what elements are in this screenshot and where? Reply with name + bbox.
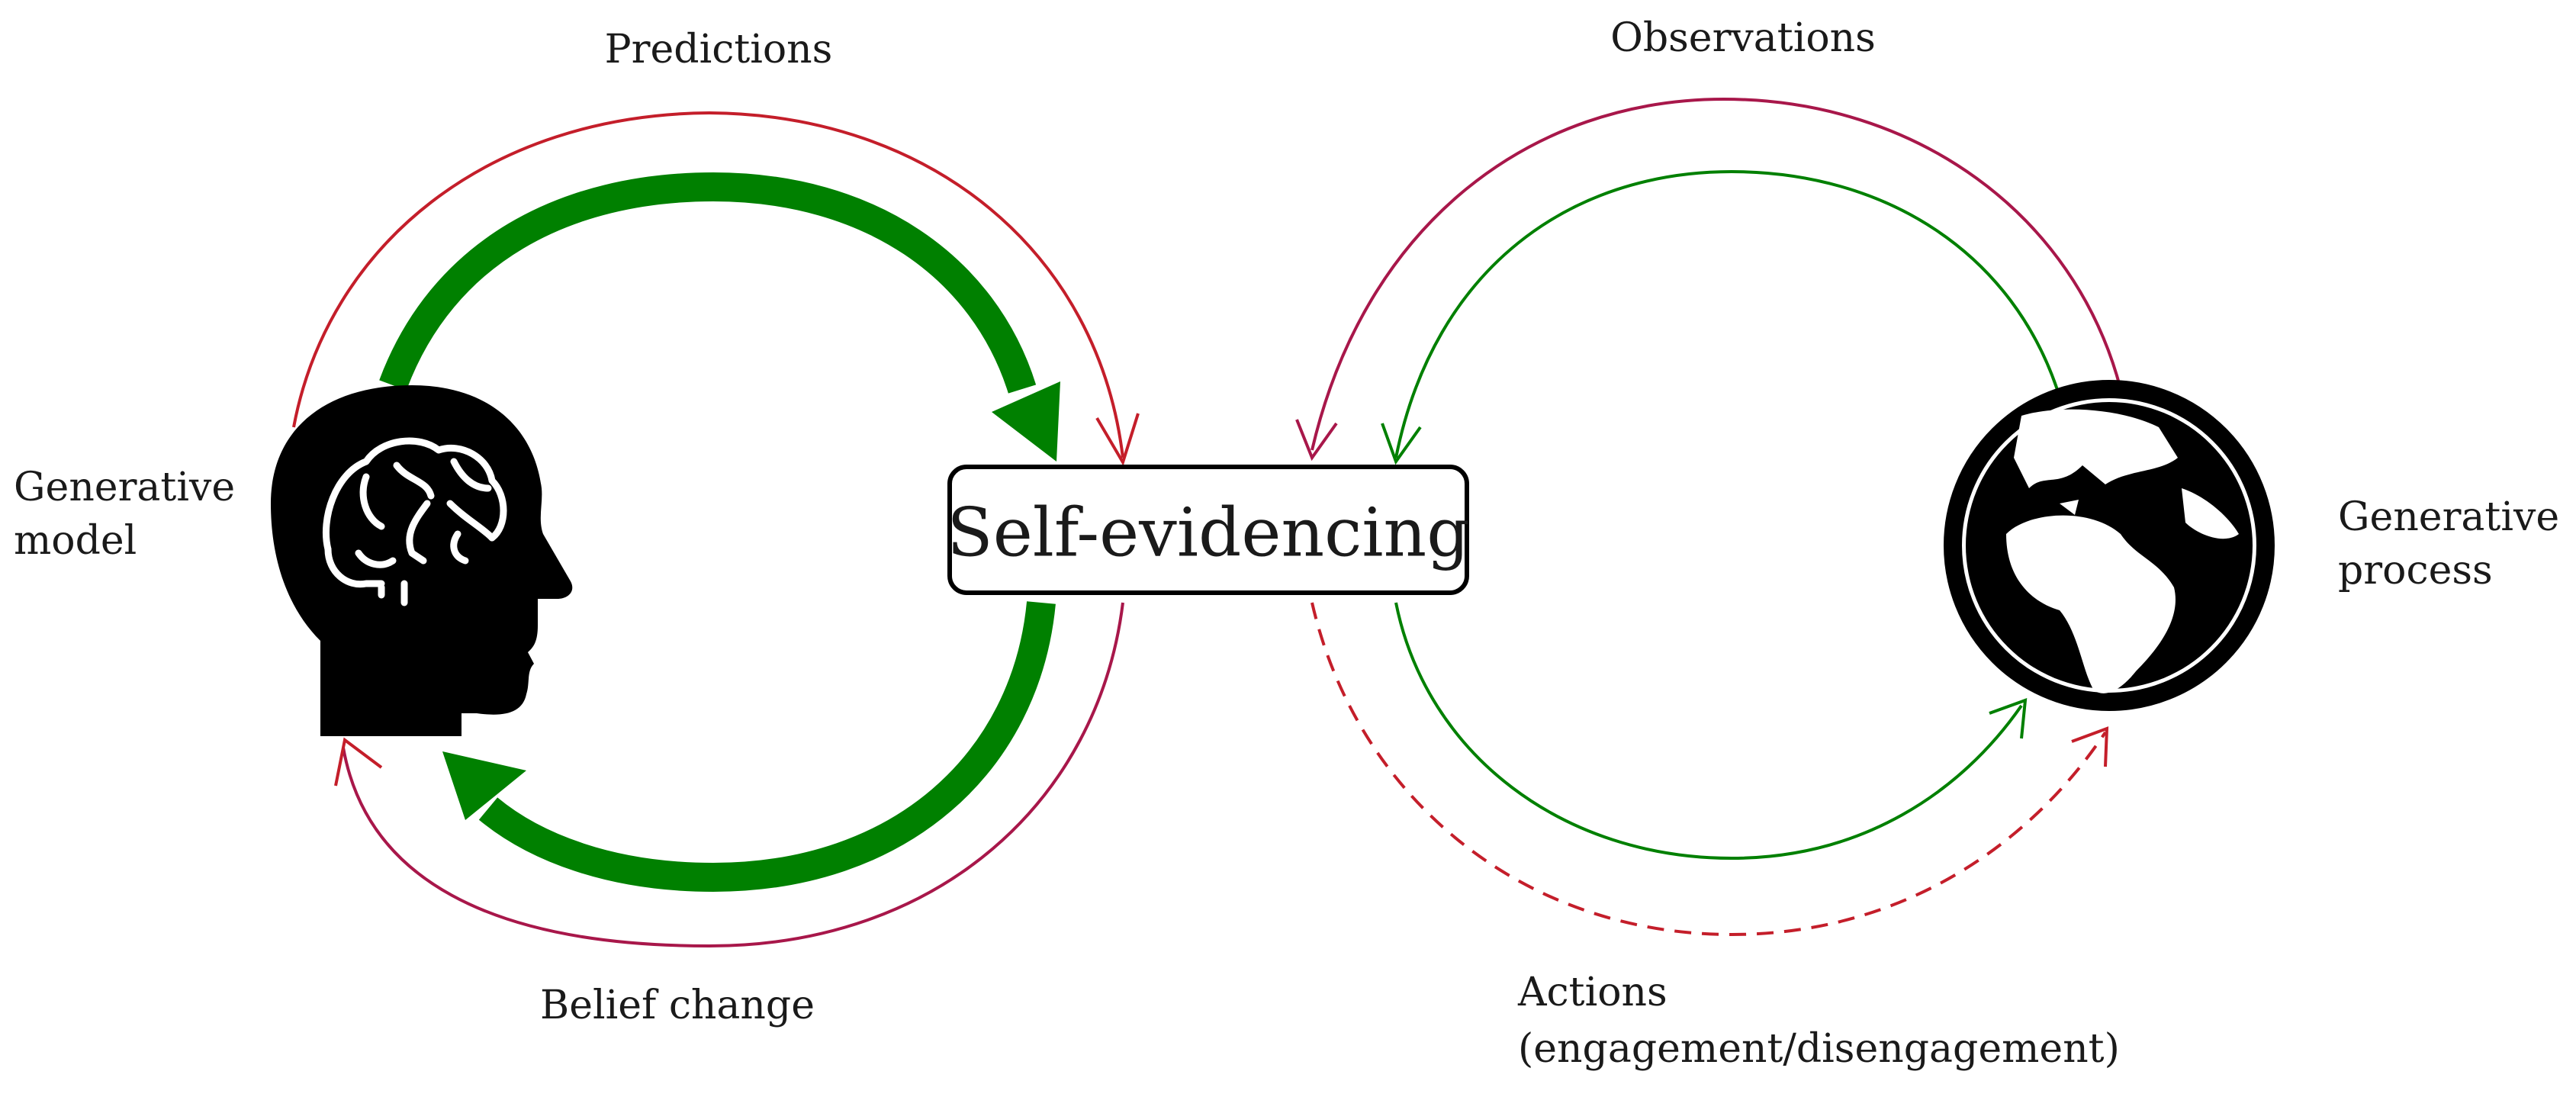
observations-crimson-arc [1311, 97, 2122, 451]
belief-change-arrowhead [334, 737, 383, 787]
head-with-brain-icon [271, 385, 573, 736]
actions-green-arrowhead [1989, 698, 2028, 739]
predictions-red-arc [292, 111, 1124, 458]
self-evidencing-box [947, 465, 1469, 595]
green-top-arrowhead [992, 381, 1060, 462]
generative-model-label-line1: Generative [14, 465, 235, 510]
green-top-arc [379, 172, 1037, 394]
predictions-arrowhead [1095, 413, 1140, 466]
actions-green-arc [1394, 602, 2023, 861]
globe-earth-icon [1944, 380, 2275, 711]
generative-process-label-line2: process [2338, 548, 2493, 594]
green-bottom-arc [478, 601, 1056, 893]
belief-change-label: Belief change [540, 983, 815, 1028]
belief-change-red-arc [342, 602, 1124, 948]
actions-red-dashed-arc [1311, 602, 2107, 937]
actions-label-line1: Actions [1517, 970, 1667, 1015]
actions-label-line2: (engagement/disengagement) [1518, 1026, 2120, 1072]
self-evidencing-label: Self-evidencing [947, 494, 1469, 572]
observations-green-arrowhead [1381, 423, 1422, 465]
observations-green-arc [1394, 169, 2061, 458]
observations-label: Observations [1610, 15, 1876, 61]
green-bottom-arrowhead [442, 751, 526, 820]
actions-red-arrowhead [2071, 726, 2109, 767]
observations-crimson-arrowhead [1295, 419, 1338, 462]
generative-model-label-line2: model [14, 518, 137, 564]
predictions-label: Predictions [605, 27, 833, 72]
generative-process-label-line1: Generative [2338, 494, 2559, 540]
